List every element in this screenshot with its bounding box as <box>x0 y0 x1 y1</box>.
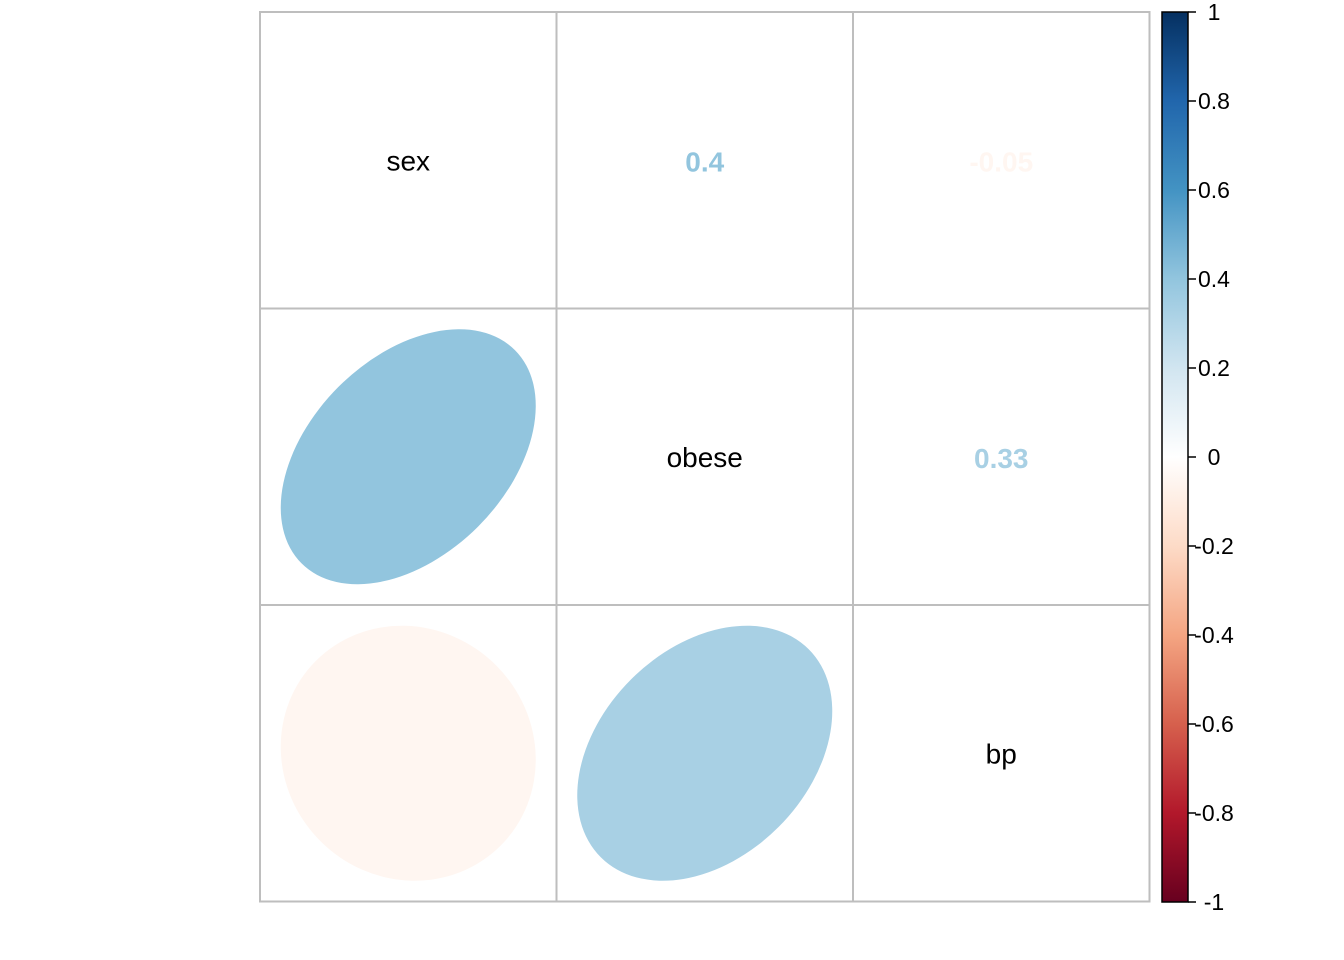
variable-label-bp: bp <box>986 738 1017 769</box>
coefficient-label-sex-bp: -0.05 <box>969 146 1033 177</box>
grid-cell <box>852 604 1151 903</box>
colorbar-tick-label: -0.8 <box>1194 800 1234 826</box>
coefficient-label-obese-bp: 0.33 <box>974 443 1029 474</box>
variable-label-sex: sex <box>386 145 430 176</box>
colorbar-tick-label: 1 <box>1208 0 1221 25</box>
correlation-ellipse-obese-sex <box>280 329 536 585</box>
colorbar-tick-label: -0.4 <box>1194 622 1234 648</box>
colorbar-tick-label: -0.6 <box>1194 711 1234 737</box>
colorbar-tick-label: 0.6 <box>1198 177 1230 203</box>
variable-label-obese: obese <box>667 442 743 473</box>
color-legend: 1 0.8 0.6 0.4 0.2 0 -0.2 -0.4 -0.6 -0.8 -1 <box>1161 0 1234 915</box>
correlation-ellipse-bp-obese <box>577 625 833 881</box>
correlation-ellipse-bp-sex <box>280 625 536 881</box>
colorbar-tick-label: -1 <box>1204 889 1224 915</box>
colorbar-gradient <box>1162 12 1188 902</box>
colorbar-tick-label: 0.2 <box>1198 355 1230 381</box>
correlation-grid: sex obese bp 0.4 -0.05 0.33 <box>259 11 1151 903</box>
coefficient-label-sex-obese: 0.4 <box>685 146 724 177</box>
colorbar-tick-label: 0.8 <box>1198 88 1230 114</box>
colorbar-tick-label: -0.2 <box>1194 533 1234 559</box>
colorbar-tick-label: 0 <box>1208 444 1221 470</box>
colorbar-tick-label: 0.4 <box>1198 266 1230 292</box>
